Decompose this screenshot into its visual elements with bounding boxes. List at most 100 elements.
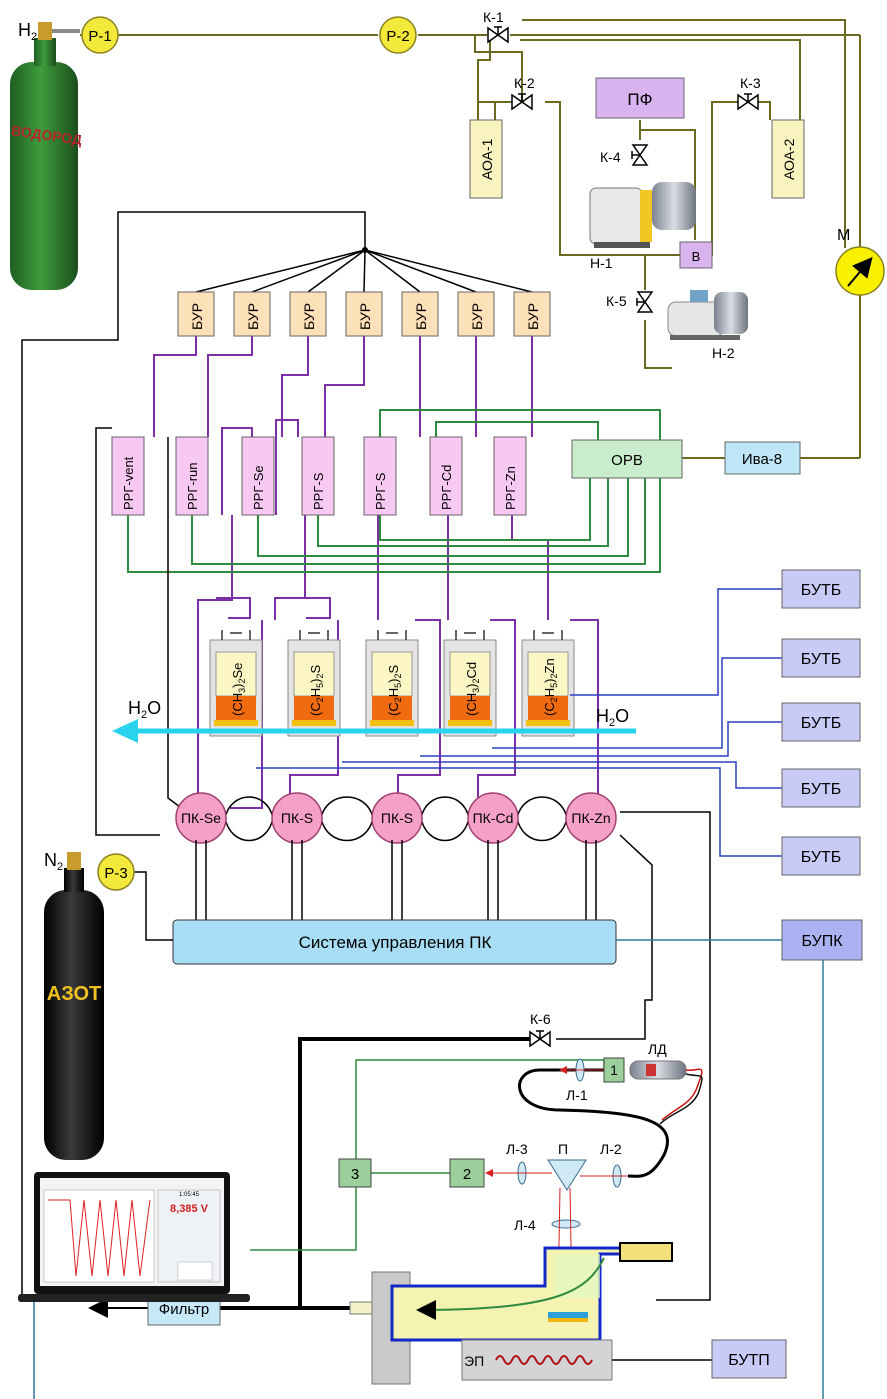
b-label: В	[692, 249, 701, 264]
bupk-block: БУПК	[782, 920, 862, 960]
laptop-time: 1:05:45	[179, 1192, 200, 1198]
bupk-label: БУПК	[801, 933, 843, 950]
pump-h2-label: Н-2	[712, 345, 735, 361]
rrg-label: РРГ-Se	[251, 465, 266, 510]
lens-l3-label: Л-3	[506, 1141, 528, 1157]
control-star-node	[362, 247, 368, 253]
aoa2-block: АОА-2	[772, 120, 804, 198]
valve-stems	[494, 27, 752, 1039]
bur-label: БУР	[189, 303, 205, 330]
switch-control-links	[196, 840, 596, 920]
switch-loop	[517, 797, 567, 841]
aoa1-label: АОА-1	[479, 138, 495, 180]
rrg-block: РРГ-run	[176, 437, 208, 515]
optic-box-2-label: 2	[463, 1166, 471, 1183]
valve-k5-label: К-5	[606, 293, 627, 309]
heater-label: ЭП	[464, 1353, 484, 1369]
butb-label: БУТБ	[801, 715, 842, 732]
bur-block: БУР	[458, 292, 494, 336]
filter-label: Фильтр	[159, 1301, 209, 1318]
n2-line	[134, 872, 173, 940]
pf-label: ПФ	[627, 90, 652, 109]
laser-diode-label: ЛД	[648, 1041, 667, 1057]
bur-block: БУР	[346, 292, 382, 336]
bur-block: БУР	[514, 292, 550, 336]
bubbler: (C2H5)2S	[288, 630, 340, 736]
pump-h1-label: Н-1	[590, 255, 613, 271]
rrg-label: РРГ-S	[373, 472, 388, 510]
bur-block: БУР	[402, 292, 438, 336]
switch-loop	[321, 797, 373, 841]
pump-h2-icon	[668, 290, 748, 340]
butb-label: БУТБ	[801, 651, 842, 668]
switch-loop	[421, 797, 469, 841]
control-system-label: Система управления ПК	[299, 933, 492, 952]
nitrogen-cylinder: АЗОТ	[44, 852, 104, 1160]
aoa1-block: АОА-1	[470, 120, 502, 198]
optical-fiber	[520, 1070, 668, 1176]
rrg-label: РРГ-run	[185, 463, 200, 511]
laser-diode-icon	[630, 1061, 702, 1124]
valve-k6-label: К-6	[530, 1011, 551, 1027]
rrg-block: РРГ-Cd	[430, 437, 462, 515]
orv-label: ОРВ	[611, 452, 643, 469]
iva8-block: Ива-8	[725, 442, 800, 474]
bubbler: (C2H5)2Zn	[522, 630, 574, 736]
bur-label: БУР	[357, 303, 373, 330]
bubbler-row: (CH3)2Se(C2H5)2S(C2H5)2S(CH3)2Cd(C2H5)2Z…	[210, 630, 574, 736]
switch-valve: ПК-Zn	[566, 793, 616, 843]
rrg-label: РРГ-vent	[121, 456, 136, 510]
h2o-right-label: H2O	[596, 706, 629, 729]
aoa2-label: АОА-2	[781, 138, 797, 180]
rrg-block: РРГ-S	[302, 437, 334, 515]
valve-k2-label: К-2	[514, 75, 535, 91]
bur-label: БУР	[301, 303, 317, 330]
laptop-voltage: 8,385 V	[170, 1203, 209, 1215]
h2-label: H2	[18, 20, 37, 43]
b-block: В	[680, 242, 712, 268]
switch-valve: ПК-S	[272, 793, 322, 843]
bur-label: БУР	[245, 303, 261, 330]
optic-box-3-label: 3	[351, 1166, 359, 1183]
optic-box-3: 3	[339, 1159, 371, 1187]
lens-l1-label: Л-1	[566, 1087, 588, 1103]
iva8-label: Ива-8	[742, 451, 782, 468]
butb-block: БУТБ	[782, 769, 860, 807]
switch-label: ПК-Zn	[571, 810, 610, 826]
bubbler-label: (C2H5)2S	[386, 665, 403, 717]
bur-label: БУР	[525, 303, 541, 330]
butp-label: БУТП	[728, 1352, 770, 1369]
regulator-r1-label: Р-1	[88, 28, 111, 45]
pump-h1-icon	[590, 182, 696, 248]
switch-row: ПК-SeПК-SПК-SПК-CdПК-Zn	[176, 793, 616, 843]
switch-label: ПК-S	[281, 810, 313, 826]
optics-signal-lines	[250, 1060, 604, 1250]
rrg-label: РРГ-S	[311, 472, 326, 510]
bubbler: (C2H5)2S	[366, 630, 418, 736]
regulator-r1: Р-1	[82, 17, 118, 53]
switch-valve: ПК-Se	[176, 793, 226, 843]
lens-l2-label: Л-2	[600, 1141, 622, 1157]
butb-block: БУТБ	[782, 837, 860, 875]
butb-block: БУТБ	[782, 703, 860, 741]
reactor	[350, 1243, 672, 1384]
valve-k3-label: К-3	[740, 75, 761, 91]
optic-box-2: 2	[450, 1159, 484, 1187]
rrg-label: РРГ-Cd	[439, 465, 454, 510]
h2o-left-label: H2O	[128, 698, 161, 721]
n2-label: N2	[44, 850, 63, 873]
rrg-block: РРГ-Se	[242, 437, 274, 515]
manometer-label: М	[837, 227, 850, 244]
optic-box-1-label: 1	[610, 1062, 618, 1078]
valve-k4-label: К-4	[600, 149, 621, 165]
prism-label: П	[558, 1141, 568, 1157]
butb-label: БУТБ	[801, 781, 842, 798]
laptop: 1:05:45 8,385 V	[18, 1172, 250, 1302]
valve-k1-label: К-1	[483, 9, 504, 25]
butp-block: БУТП	[712, 1340, 786, 1378]
nitrogen-cylinder-text: АЗОТ	[47, 983, 101, 1005]
